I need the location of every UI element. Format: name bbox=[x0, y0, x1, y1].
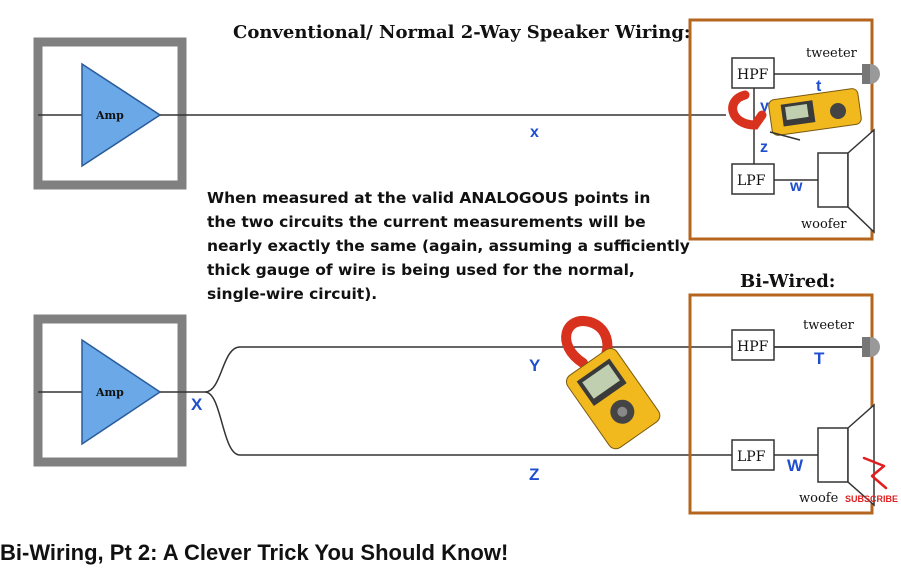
wire-label-Z: Z bbox=[529, 465, 539, 484]
amp-bottom-label: Amp bbox=[95, 386, 124, 399]
explanation-line-2: the two circuits the current measurement… bbox=[207, 213, 646, 231]
wire-label-x: x bbox=[530, 124, 539, 141]
bottom-label-W: W bbox=[787, 456, 804, 475]
subscribe-cursor-icon bbox=[862, 456, 888, 490]
amp-bottom: Amp bbox=[33, 314, 187, 467]
explanation-line-3: nearly exactly the same (again, assuming… bbox=[207, 237, 690, 255]
video-title[interactable]: Bi-Wiring, Pt 2: A Clever Trick You Shou… bbox=[0, 540, 509, 565]
top-label-y: y bbox=[760, 98, 769, 115]
top-hpf: HPF bbox=[737, 67, 769, 83]
bottom-woofer-label: woofe bbox=[799, 491, 839, 506]
video-thumbnail[interactable]: Conventional/ Normal 2-Way Speaker Wirin… bbox=[0, 0, 901, 522]
bottom-heading: Bi-Wired: bbox=[740, 271, 835, 292]
bottom-hpf: HPF bbox=[737, 339, 769, 355]
subscribe-watermark[interactable]: SUBSCRIBE bbox=[845, 456, 898, 504]
bottom-speaker: HPF LPF tweeter woofe T W bbox=[688, 293, 880, 515]
subscribe-label: SUBSCRIBE bbox=[845, 494, 898, 504]
explanation-line-4: thick gauge of wire is being used for th… bbox=[207, 261, 635, 279]
wire-label-X: X bbox=[191, 395, 203, 414]
top-tweeter-label: tweeter bbox=[806, 46, 858, 61]
bottom-label-T: T bbox=[814, 349, 825, 368]
top-woofer-label: woofer bbox=[801, 217, 847, 232]
top-label-t: t bbox=[816, 78, 822, 95]
top-speaker: HPF LPF tweeter woofer t y z w bbox=[688, 18, 880, 241]
top-heading: Conventional/ Normal 2-Way Speaker Wirin… bbox=[233, 22, 691, 43]
clamp-meter-top-icon bbox=[728, 88, 862, 141]
top-label-z: z bbox=[760, 139, 768, 156]
amp-top-label: Amp bbox=[95, 109, 124, 122]
explanation-line-5: single-wire circuit). bbox=[207, 285, 377, 303]
bottom-tweeter-label: tweeter bbox=[803, 318, 855, 333]
bottom-wires bbox=[160, 346, 862, 456]
explanation-text: When measured at the valid ANALOGOUS poi… bbox=[207, 189, 690, 303]
top-label-w: w bbox=[789, 178, 803, 195]
bottom-lpf: LPF bbox=[737, 449, 766, 465]
amp-top: Amp bbox=[33, 37, 187, 190]
wire-label-Y: Y bbox=[529, 356, 541, 375]
clamp-meter-bottom-icon bbox=[561, 316, 661, 450]
top-lpf: LPF bbox=[737, 173, 766, 189]
explanation-line-1: When measured at the valid ANALOGOUS poi… bbox=[207, 189, 650, 207]
